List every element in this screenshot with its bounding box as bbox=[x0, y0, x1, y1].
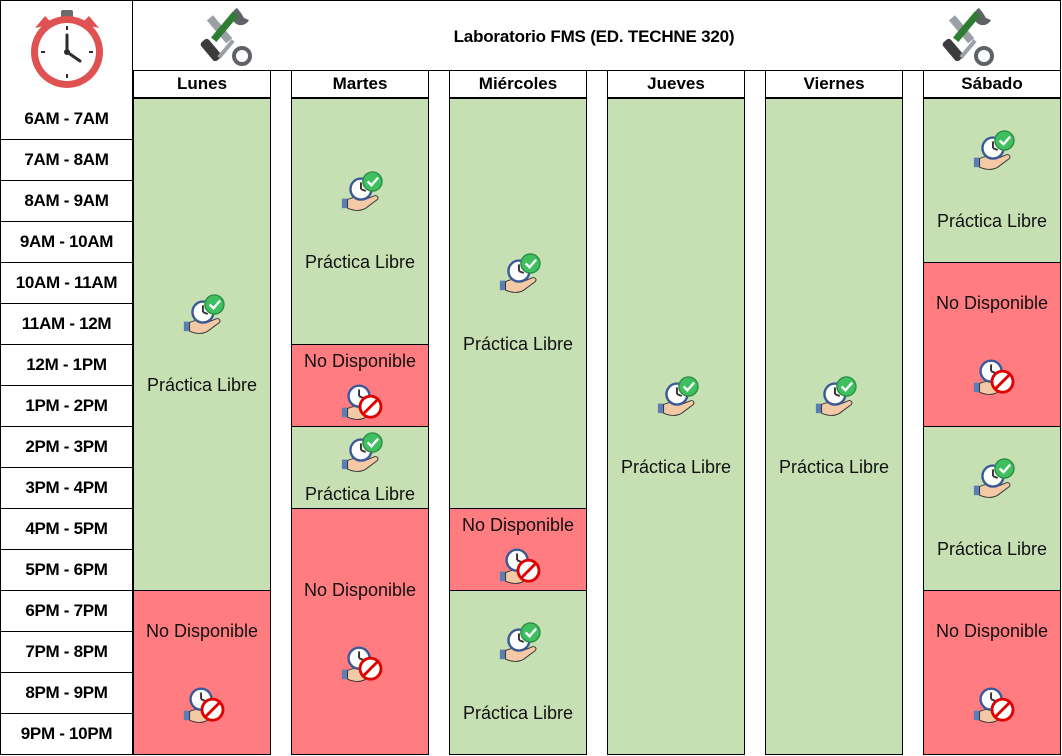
practica-libre-block: Práctica Libre bbox=[923, 426, 1061, 591]
clock-cell bbox=[0, 0, 133, 98]
block-status-label: Práctica Libre bbox=[778, 457, 890, 477]
clock-icon bbox=[31, 10, 103, 88]
title-bar: Laboratorio FMS (ED. TECHNE 320) bbox=[133, 0, 1061, 71]
practica-libre-block: Práctica Libre bbox=[449, 98, 587, 509]
day-header: Jueves bbox=[607, 71, 745, 98]
time-slot-label: 12M - 1PM bbox=[1, 344, 132, 385]
time-slot-label: 6AM - 7AM bbox=[24, 108, 109, 128]
time-slot-label: 3PM - 4PM bbox=[1, 467, 132, 508]
clock-hand-check-icon bbox=[498, 252, 542, 294]
practica-libre-block: Práctica Libre bbox=[133, 98, 271, 591]
no-disponible-block: No Disponible bbox=[291, 344, 429, 427]
time-slot-label: 8AM - 9AM bbox=[1, 180, 132, 221]
tools-icon bbox=[942, 8, 994, 66]
time-slot-label: 2PM - 3PM bbox=[1, 426, 132, 467]
block-status-label: Práctica Libre bbox=[462, 334, 574, 354]
practica-libre-block: Práctica Libre bbox=[291, 426, 429, 509]
block-status-label: Práctica Libre bbox=[304, 483, 416, 504]
clock-hand-check-icon bbox=[182, 293, 226, 335]
time-slot-label: 7PM - 8PM bbox=[1, 631, 132, 672]
clock-hand-forbidden-icon bbox=[972, 359, 1015, 396]
day-header: Miércoles bbox=[449, 71, 587, 98]
clock-hand-check-icon bbox=[972, 457, 1016, 499]
block-status-label: No Disponible bbox=[145, 621, 259, 641]
no-disponible-block: No Disponible bbox=[449, 508, 587, 591]
time-slot-label: 4PM - 5PM bbox=[1, 508, 132, 549]
block-status-label: Práctica Libre bbox=[936, 211, 1048, 231]
time-slot-label: 1PM - 2PM bbox=[1, 385, 132, 426]
time-slot-label: 10AM - 11AM bbox=[1, 262, 132, 303]
time-slot-label: 9AM - 10AM bbox=[1, 221, 132, 262]
practica-libre-block: Práctica Libre bbox=[449, 590, 587, 755]
block-status-label: No Disponible bbox=[303, 350, 417, 371]
block-status-label: No Disponible bbox=[303, 580, 417, 600]
time-slot-label: 11AM - 12M bbox=[1, 303, 132, 344]
clock-hand-check-icon bbox=[498, 621, 542, 663]
time-slot-label: 5PM - 6PM bbox=[1, 549, 132, 590]
clock-hand-check-icon bbox=[814, 375, 858, 417]
block-status-label: Práctica Libre bbox=[146, 375, 258, 395]
no-disponible-block: No Disponible bbox=[133, 590, 271, 755]
block-status-label: No Disponible bbox=[461, 514, 575, 535]
block-status-label: Práctica Libre bbox=[304, 252, 416, 272]
practica-libre-block: Práctica Libre bbox=[291, 98, 429, 345]
clock-hand-forbidden-icon bbox=[182, 687, 225, 724]
clock-hand-forbidden-icon bbox=[972, 687, 1015, 724]
time-slot-label: 8PM - 9PM bbox=[1, 672, 132, 713]
no-disponible-block: No Disponible bbox=[291, 508, 429, 755]
practica-libre-block: Práctica Libre bbox=[923, 98, 1061, 263]
clock-hand-forbidden-icon bbox=[498, 547, 541, 585]
clock-hand-check-icon bbox=[340, 170, 384, 212]
time-slot-label: 9PM - 10PM bbox=[1, 713, 132, 754]
clock-hand-forbidden-icon bbox=[340, 646, 383, 683]
day-header: Viernes bbox=[765, 71, 903, 98]
day-header: Martes bbox=[291, 71, 429, 98]
clock-hand-check-icon bbox=[972, 129, 1016, 171]
time-slot-label: 7AM - 8AM bbox=[1, 139, 132, 180]
no-disponible-block: No Disponible bbox=[923, 262, 1061, 427]
clock-hand-check-icon bbox=[340, 431, 384, 473]
page-title: Laboratorio FMS (ED. TECHNE 320) bbox=[453, 26, 735, 46]
block-status-label: Práctica Libre bbox=[936, 539, 1048, 559]
practica-libre-block: Práctica Libre bbox=[607, 98, 745, 755]
block-status-label: No Disponible bbox=[935, 621, 1049, 641]
practica-libre-block: Práctica Libre bbox=[765, 98, 903, 755]
day-header: Sábado bbox=[923, 71, 1061, 98]
day-header: Lunes bbox=[133, 71, 271, 98]
block-status-label: Práctica Libre bbox=[462, 703, 574, 723]
clock-hand-check-icon bbox=[656, 375, 700, 417]
block-status-label: No Disponible bbox=[935, 293, 1049, 313]
no-disponible-block: No Disponible bbox=[923, 590, 1061, 755]
block-status-label: Práctica Libre bbox=[620, 457, 732, 477]
time-slot-label: 6PM - 7PM bbox=[1, 590, 132, 631]
tools-icon bbox=[200, 8, 252, 66]
clock-hand-forbidden-icon bbox=[340, 383, 383, 421]
